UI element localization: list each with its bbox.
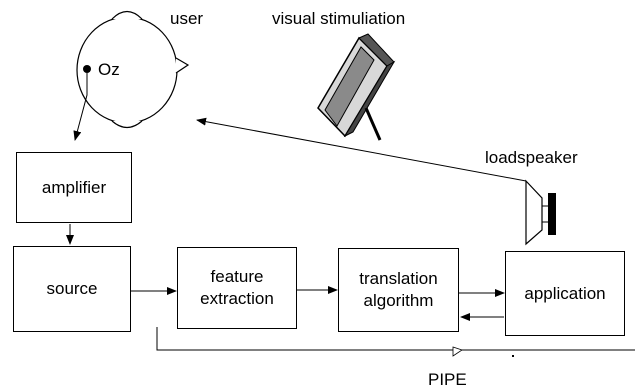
visual-stimulation-label: visual stimuliation <box>272 9 406 28</box>
pipe-label: PIPE <box>428 370 467 389</box>
loudspeaker-label: loadspeaker <box>485 148 578 167</box>
amplifier-label: amplifier <box>41 177 107 197</box>
head-icon <box>76 10 190 129</box>
loudspeaker-icon <box>525 179 556 246</box>
electrode-oz-dot <box>83 65 91 73</box>
amplifier-box: amplifier <box>16 152 132 223</box>
oz-electrode-label: Oz <box>98 60 120 79</box>
feature-extraction-box: feature extraction <box>177 247 297 329</box>
electrode-lead-arrow <box>73 73 88 141</box>
application-label: application <box>524 283 606 303</box>
sound-to-user-arrow <box>196 117 527 182</box>
source-box: source <box>13 246 131 332</box>
source-label: source <box>46 279 98 298</box>
application-box: application <box>505 251 625 336</box>
translation-algorithm-line-1: translation <box>359 269 438 288</box>
monitor-icon <box>317 33 396 141</box>
pipe-line <box>156 327 635 351</box>
pipe-marker <box>452 346 463 357</box>
translation-algorithm-line-2: algorithm <box>363 291 434 310</box>
feature-extraction-line-2: extraction <box>200 289 274 308</box>
feature-extraction-line-1: feature <box>210 267 264 286</box>
translation-algorithm-box: translation algorithm <box>338 248 459 332</box>
pipe-dot <box>512 355 514 357</box>
user-label: user <box>170 9 204 28</box>
